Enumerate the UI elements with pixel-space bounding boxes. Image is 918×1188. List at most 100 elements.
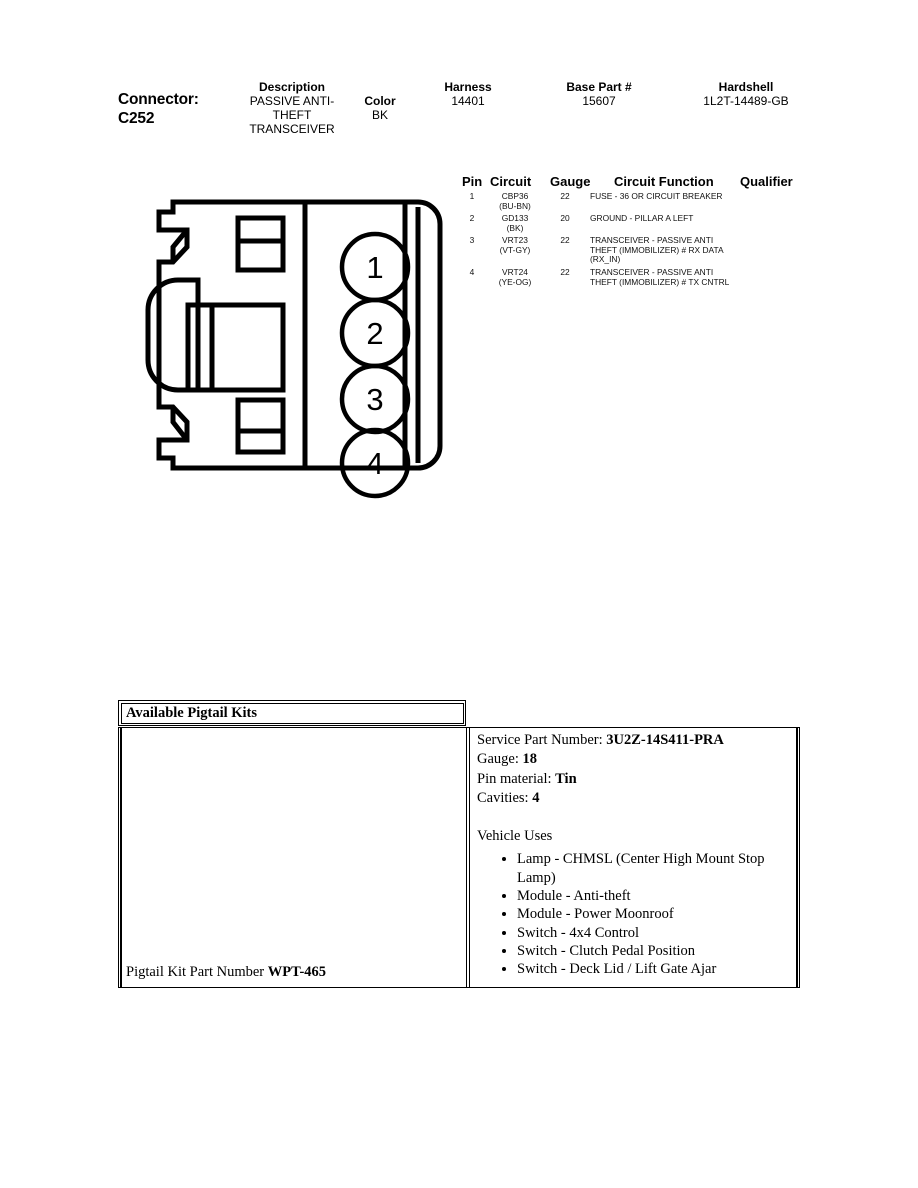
table-row: 3 VRT23 (VT-GY) 22 TRANSCEIVER - PASSIVE…	[462, 235, 807, 268]
table-row: 2 GD133 (BK) 20 GROUND - PILLAR A LEFT	[462, 213, 807, 236]
pin-number-1: 1	[366, 250, 383, 285]
connector-drawing-svg: 1 2 3 4	[145, 199, 443, 499]
circuit-color: (BK)	[506, 222, 524, 233]
column-header-pin: Pin	[462, 174, 483, 189]
gauge-line: Gauge: 18	[477, 750, 793, 769]
hardshell-label: Hardshell	[718, 80, 774, 94]
description-label: Description	[258, 80, 325, 94]
column-header-qualifier: Qualifier	[740, 174, 793, 189]
cell-circuit: VRT23 (VT-GY)	[486, 235, 544, 255]
circuit-code: CBP36	[501, 191, 529, 201]
pigtail-header-inner-border	[120, 702, 464, 724]
cell-function: TRANSCEIVER - PASSIVE ANTI THEFT (IMMOBI…	[590, 267, 730, 287]
connector-id: C252	[118, 110, 155, 127]
connector-identity: Connector: C252	[118, 90, 228, 128]
cell-gauge: 22	[560, 267, 570, 277]
vehicle-uses-label: Vehicle Uses	[477, 828, 553, 845]
hardshell-column: Hardshell 1L2T-14489-GB	[678, 80, 814, 108]
circuit-code: VRT23	[502, 235, 528, 245]
harness-column: Harness 14401	[414, 80, 522, 108]
circuit-code: VRT24	[502, 267, 528, 277]
color-value: BK	[371, 108, 388, 122]
pin-number-2: 2	[366, 316, 383, 351]
pigtail-body: Pigtail Kit Part Number WPT-465 Service …	[118, 727, 800, 988]
column-header-function: Circuit Function	[614, 174, 714, 189]
cell-circuit: GD133 (BK)	[486, 213, 544, 233]
cell-circuit: VRT24 (YE-OG)	[486, 267, 544, 287]
pin-material-line: Pin material: Tin	[477, 770, 793, 789]
list-item: Switch - 4x4 Control	[517, 924, 793, 942]
lower-slot	[235, 397, 286, 455]
pin-number-4: 4	[366, 446, 383, 481]
cell-function: TRANSCEIVER - PASSIVE ANTI THEFT (IMMOBI…	[590, 235, 724, 265]
circuit-color: (YE-OG)	[498, 276, 532, 287]
cell-gauge: 22	[560, 235, 570, 245]
pin-circle-4	[339, 427, 411, 499]
gauge-label: Gauge:	[477, 751, 523, 768]
circuit-color: (VT-GY)	[499, 244, 531, 255]
connector-header: Connector: C252 Description PASSIVE ANTI…	[0, 78, 918, 148]
latch-chamfer-upper	[170, 228, 189, 262]
description-column: Description PASSIVE ANTI-THEFT TRANSCEIV…	[236, 80, 348, 136]
list-item: Module - Anti-theft	[517, 887, 793, 905]
pin-table: Pin Circuit Gauge Circuit Function Quali…	[462, 174, 807, 300]
connector-lever-arm	[145, 277, 201, 393]
column-header-gauge: Gauge	[550, 174, 591, 189]
pin-table-header: Pin Circuit Gauge Circuit Function Quali…	[462, 174, 807, 192]
pigtail-kit-part-number-value: WPT-465	[267, 964, 327, 980]
list-item: Lamp - CHMSL (Center High Mount Stop Lam…	[517, 850, 793, 887]
connector-shell-outline	[156, 199, 308, 471]
connector-diagram: 1 2 3 4	[140, 185, 460, 550]
connector-rear-cap	[405, 199, 443, 471]
description-value: PASSIVE ANTI-THEFT TRANSCEIVER	[249, 94, 335, 136]
cavities-line: Cavities: 4	[477, 789, 793, 808]
list-item: Module - Power Moonroof	[517, 905, 793, 923]
base-part-column: Base Part # 15607	[538, 80, 660, 108]
cell-pin: 2	[469, 213, 475, 223]
pin-material-label: Pin material:	[477, 770, 556, 787]
base-part-label: Base Part #	[566, 80, 632, 94]
cell-pin: 4	[469, 267, 475, 277]
harness-value: 14401	[451, 94, 485, 108]
column-header-circuit: Circuit	[490, 174, 532, 189]
pin-face-panel	[302, 199, 408, 471]
pigtail-right-cell: Service Part Number: 3U2Z-14S411-PRA Gau…	[469, 728, 799, 987]
pigtail-column-divider	[469, 728, 471, 987]
pigtail-kit-part-number: Pigtail Kit Part Number WPT-465	[126, 963, 326, 982]
pigtail-right-inner-border	[796, 728, 798, 987]
table-row: 4 VRT24 (YE-OG) 22 TRANSCEIVER - PASSIVE…	[462, 267, 807, 300]
connector-label: Connector:	[118, 91, 199, 108]
circuit-code: GD133	[501, 213, 529, 223]
pigtail-section-title: Available Pigtail Kits	[126, 705, 258, 721]
pin-number-3: 3	[366, 382, 383, 417]
table-row: 1 CBP36 (BU-BN) 22 FUSE - 36 OR CIRCUIT …	[462, 191, 807, 214]
upper-slot	[235, 215, 286, 273]
color-label: Color	[364, 94, 396, 108]
latch-chamfer-lower	[170, 407, 189, 442]
cell-function: GROUND - PILLAR A LEFT	[590, 213, 694, 223]
color-column: Color BK	[352, 94, 408, 122]
service-part-number-line: Service Part Number: 3U2Z-14S411-PRA	[477, 731, 793, 750]
pigtail-section-header-cell: Available Pigtail Kits	[118, 700, 466, 726]
pigtail-left-inner-border	[120, 728, 122, 987]
cavities-value: 4	[532, 789, 540, 806]
hardshell-value: 1L2T-14489-GB	[703, 94, 789, 108]
cell-gauge: 20	[560, 213, 570, 223]
base-part-value: 15607	[582, 94, 616, 108]
vehicle-uses-list: Lamp - CHMSL (Center High Mount Stop Lam…	[477, 850, 793, 978]
cell-pin: 1	[469, 191, 475, 201]
pin-circle-group	[339, 231, 411, 499]
gauge-value: 18	[522, 751, 538, 768]
list-item: Switch - Clutch Pedal Position	[517, 942, 793, 960]
cell-circuit: CBP36 (BU-BN)	[486, 191, 544, 211]
pigtail-details: Service Part Number: 3U2Z-14S411-PRA Gau…	[477, 731, 793, 979]
cell-function: FUSE - 36 OR CIRCUIT BREAKER	[590, 191, 723, 201]
pin-number-group: 1 2 3 4	[366, 250, 383, 481]
cell-gauge: 22	[560, 191, 570, 201]
list-item: Switch - Deck Lid / Lift Gate Ajar	[517, 960, 793, 978]
cavities-label: Cavities:	[477, 789, 533, 806]
circuit-color: (BU-BN)	[499, 200, 531, 211]
service-part-number-value: 3U2Z-14S411-PRA	[606, 732, 724, 748]
service-part-number-label: Service Part Number:	[477, 732, 607, 748]
pin-material-value: Tin	[555, 770, 577, 787]
